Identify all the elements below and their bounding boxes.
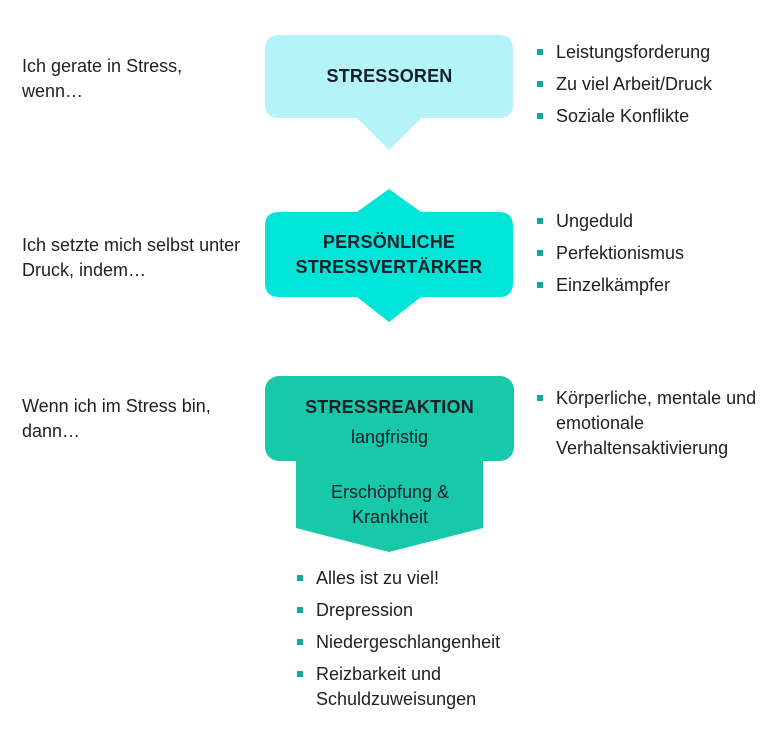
stressoren-title: STRESSOREN — [326, 66, 453, 86]
left-label-reaktion: Wenn ich im Stress bin, dann… — [22, 396, 211, 441]
list-item: Soziale Konflikte — [536, 104, 712, 129]
reaktion-box — [265, 376, 514, 461]
consequence-label: Erschöpfung & Krankheit — [330, 482, 450, 527]
list-item: Einzelkämpfer — [536, 273, 684, 298]
left-label-stressoren: Ich gerate in Stress, wenn… — [22, 56, 183, 101]
verstaerker-bullets: Ungeduld Perfektionismus Einzelkämpfer — [536, 209, 684, 305]
verstaerker-title: PERSÖNLICHE STRESSVERTÄRKER — [295, 232, 483, 277]
list-item: Zu viel Arbeit/Druck — [536, 72, 712, 97]
stressoren-bullets: Leistungsforderung Zu viel Arbeit/Druck … — [536, 40, 712, 136]
list-item: Perfektionismus — [536, 241, 684, 266]
reaktion-bullets: Körperliche, mentale und emotionale Verh… — [536, 386, 766, 468]
list-item: Alles ist zu viel! — [296, 566, 556, 591]
stressoren-box — [265, 35, 513, 150]
list-item: Drepression — [296, 598, 556, 623]
list-item: Niedergeschlangenheit — [296, 630, 556, 655]
list-item: Reizbarkeit und Schuldzuweisungen — [296, 662, 556, 712]
list-item: Körperliche, mentale und emotionale Verh… — [536, 386, 766, 461]
left-label-verstaerker: Ich setzte mich selbst unter Druck, inde… — [22, 235, 241, 280]
consequence-arrow — [296, 461, 483, 552]
verstaerker-box — [265, 189, 513, 322]
reaktion-subtitle: langfristig — [350, 427, 429, 447]
reaktion-title: STRESSREAKTION — [305, 397, 474, 417]
consequence-bullets: Alles ist zu viel! Drepression Niederges… — [296, 566, 556, 719]
list-item: Ungeduld — [536, 209, 684, 234]
list-item: Leistungsforderung — [536, 40, 712, 65]
